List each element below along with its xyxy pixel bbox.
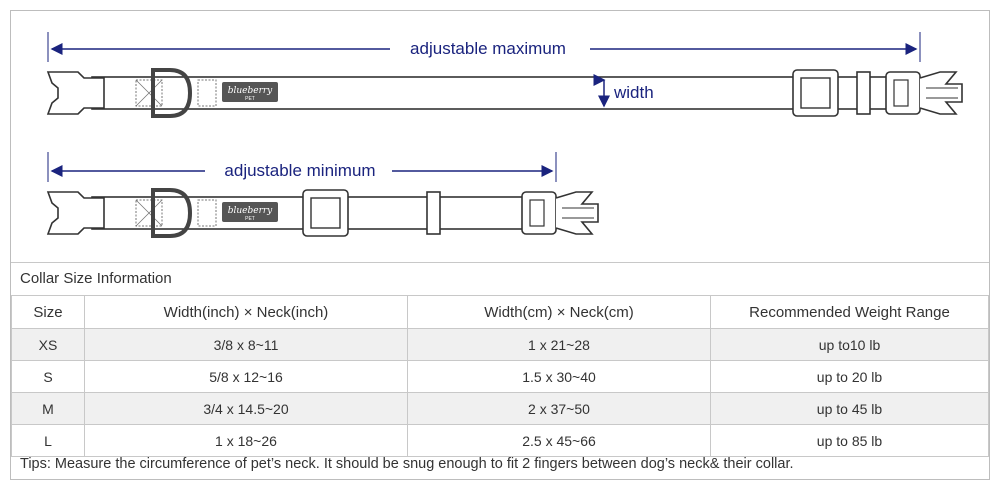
cell-weight: up to 85 lb <box>710 424 989 457</box>
cell-cm: 2 x 37~50 <box>407 392 711 425</box>
section-divider <box>11 262 989 263</box>
cell-size: S <box>11 360 85 393</box>
header-cm: Width(cm) × Neck(cm) <box>407 295 711 329</box>
cell-inch: 1 x 18~26 <box>84 424 408 457</box>
tips-text: Tips: Measure the circumference of pet’s… <box>20 456 794 472</box>
size-table: Size Width(inch) × Neck(inch) Width(cm) … <box>11 295 989 457</box>
cell-size: XS <box>11 328 85 361</box>
brand-logo: blueberry PET <box>222 202 278 222</box>
table-row: M 3/4 x 14.5~20 2 x 37~50 up to 45 lb <box>11 392 989 425</box>
cell-cm: 1.5 x 30~40 <box>407 360 711 393</box>
cell-weight: up to 20 lb <box>710 360 989 393</box>
brand-logo: blueberry PET <box>222 82 278 102</box>
svg-text:blueberry: blueberry <box>228 206 273 216</box>
collar-minimum: adjustable minimum blueberry PET <box>46 152 599 238</box>
cell-inch: 5/8 x 12~16 <box>84 360 408 393</box>
header-size: Size <box>11 295 85 329</box>
figure-frame <box>10 10 990 480</box>
cell-weight: up to10 lb <box>710 328 989 361</box>
d-ring-icon <box>151 68 193 118</box>
collar-diagram: adjustable maximum blueberry PET width <box>46 32 963 238</box>
adjustable-maximum-label: adjustable maximum <box>410 39 566 58</box>
cell-cm: 2.5 x 45~66 <box>407 424 711 457</box>
table-row: XS 3/8 x 8~11 1 x 21~28 up to10 lb <box>11 328 989 361</box>
header-inch: Width(inch) × Neck(inch) <box>84 295 408 329</box>
header-weight: Recommended Weight Range <box>710 295 989 329</box>
table-row: L 1 x 18~26 2.5 x 45~66 up to 85 lb <box>11 424 989 457</box>
svg-text:PET: PET <box>245 216 255 222</box>
collar-size-info-title: Collar Size Information <box>20 270 172 287</box>
svg-text:blueberry: blueberry <box>228 86 273 96</box>
cell-cm: 1 x 21~28 <box>407 328 711 361</box>
cell-weight: up to 45 lb <box>710 392 989 425</box>
collar-maximum: adjustable maximum blueberry PET width <box>46 32 963 118</box>
cell-size: L <box>11 424 85 457</box>
table-header-row: Size Width(inch) × Neck(inch) Width(cm) … <box>11 295 989 329</box>
cell-inch: 3/4 x 14.5~20 <box>84 392 408 425</box>
d-ring-icon <box>151 188 193 238</box>
svg-text:PET: PET <box>245 96 255 102</box>
table-row: S 5/8 x 12~16 1.5 x 30~40 up to 20 lb <box>11 360 989 393</box>
width-label: width <box>613 83 654 102</box>
adjustable-minimum-label: adjustable minimum <box>224 161 375 180</box>
cell-size: M <box>11 392 85 425</box>
cell-inch: 3/8 x 8~11 <box>84 328 408 361</box>
